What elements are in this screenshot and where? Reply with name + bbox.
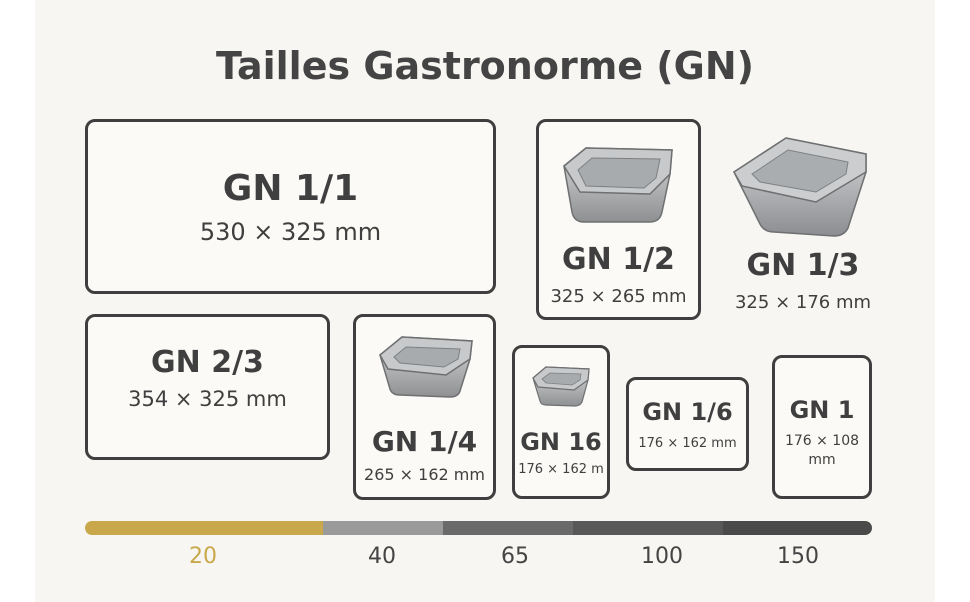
card-dimensions-line2: mm [808, 452, 836, 468]
scale-segment-4 [723, 521, 872, 535]
scale-segment-highlight [85, 521, 323, 535]
card-dimensions: 530 × 325 mm [199, 218, 382, 246]
card-label: GN 2/3 [151, 345, 264, 380]
card-label: GN 1 [789, 396, 855, 424]
card-dimensions: 265 × 162 mm [364, 465, 485, 484]
scale-segment-2 [443, 521, 573, 535]
scale-segment-1 [323, 521, 443, 535]
pan-icon [532, 366, 590, 407]
scale-tick-150: 150 [777, 544, 819, 569]
card-gn-1-2[interactable]: GN 1/2 325 × 265 mm [536, 119, 701, 320]
card-label: GN 1/3 [746, 248, 860, 283]
card-dimensions: 176 × 162 mm [638, 436, 737, 451]
card-label: GN 16 [520, 428, 602, 456]
card-gn-1-6[interactable]: GN 1/6 176 × 162 mm [626, 377, 749, 471]
card-dimensions: 325 × 265 mm [550, 286, 687, 307]
card-gn-1-4[interactable]: GN 1/4 265 × 162 mm [353, 314, 496, 500]
scale-tick-100: 100 [641, 544, 683, 569]
card-label: GN 1/2 [562, 242, 675, 277]
card-label: GN 1/4 [371, 425, 478, 458]
scale-segment-3 [573, 521, 723, 535]
card-label: GN 1/1 [222, 168, 359, 209]
card-gn-1[interactable]: GN 1 176 × 108 mm [772, 355, 872, 499]
card-dimensions: 325 × 176 mm [734, 292, 872, 313]
scale-tick-65: 65 [501, 544, 529, 569]
card-dimensions: 176 × 162 m [518, 462, 604, 477]
page-title: Tailles Gastronorme (GN) [215, 44, 755, 88]
card-gn-1-1[interactable]: GN 1/1 530 × 325 mm [85, 119, 496, 294]
card-dimensions-line1: 176 × 108 [784, 433, 860, 449]
scale-bar [85, 521, 872, 535]
card-gn-2-3[interactable]: GN 2/3 354 × 325 mm [85, 314, 330, 460]
card-gn-16[interactable]: GN 16 176 × 162 m [512, 345, 610, 499]
pan-icon [563, 147, 673, 223]
pan-icon [732, 137, 867, 237]
scale-tick-20: 20 [189, 544, 217, 569]
scale-tick-40: 40 [368, 544, 396, 569]
card-gn-1-3[interactable]: GN 1/3 325 × 176 mm [718, 128, 888, 323]
background-panel [35, 0, 935, 602]
pan-icon [379, 336, 473, 398]
card-label: GN 1/6 [642, 398, 733, 426]
card-dimensions: 354 × 325 mm [128, 387, 287, 411]
